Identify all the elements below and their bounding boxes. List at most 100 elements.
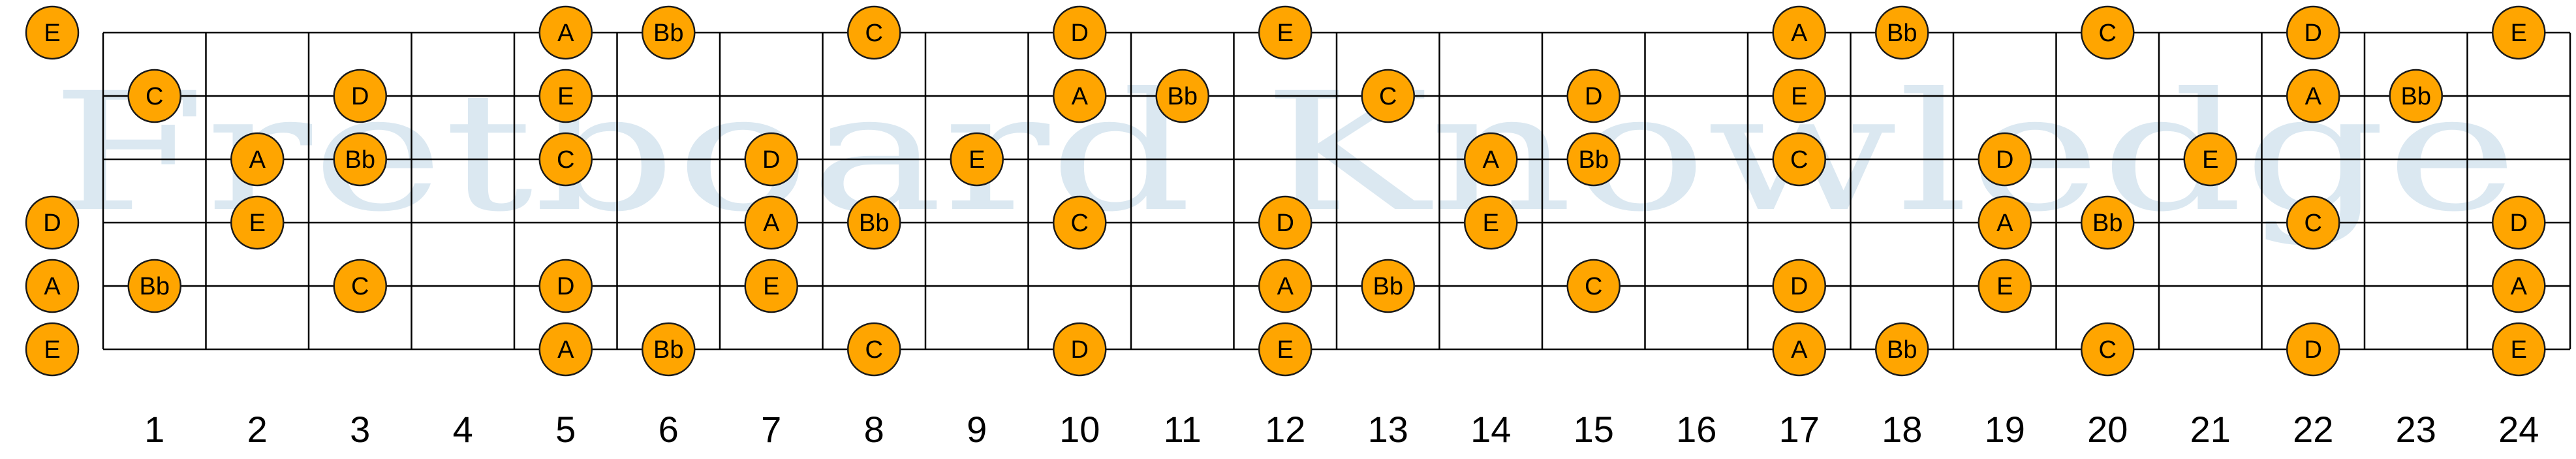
note-label: Bb <box>653 336 683 364</box>
note-marker: D <box>744 132 798 187</box>
fret-number: 19 <box>1985 409 2025 450</box>
note-marker: Bb <box>1361 259 1415 313</box>
note-marker: E <box>230 195 285 250</box>
note-dot <box>950 132 1004 187</box>
note-marker: D <box>1566 69 1621 123</box>
note-label: A <box>249 146 266 174</box>
note-label: Bb <box>345 146 375 174</box>
note-marker: C <box>2081 322 2135 377</box>
fret-number: 24 <box>2498 409 2539 450</box>
fret-number: 16 <box>1676 409 1716 450</box>
note-marker: Bb <box>2081 195 2135 250</box>
note-dot <box>230 195 285 250</box>
note-marker: D <box>1772 259 1826 313</box>
note-marker: D <box>2492 195 2546 250</box>
note-marker: Bb <box>847 195 901 250</box>
note-dot <box>25 259 80 313</box>
note-marker: A <box>1978 195 2032 250</box>
note-marker: D <box>1053 5 1107 60</box>
fret-number: 21 <box>2190 409 2231 450</box>
note-dot <box>1053 322 1107 377</box>
fret-number: 6 <box>659 409 679 450</box>
note-dot <box>1258 195 1312 250</box>
note-label: C <box>2304 210 2322 237</box>
note-label: A <box>2305 83 2322 110</box>
note-dot <box>2183 132 2237 187</box>
note-label: D <box>2304 336 2322 364</box>
note-dot <box>1978 259 2032 313</box>
note-dot <box>230 132 285 187</box>
note-label: C <box>1071 210 1089 237</box>
note-marker: E <box>538 69 593 123</box>
fret-number: 1 <box>144 409 164 450</box>
note-dot <box>25 195 80 250</box>
note-dot <box>1361 69 1415 123</box>
note-dot <box>1566 259 1621 313</box>
note-label: D <box>1277 210 1294 237</box>
note-label: C <box>1790 146 1808 174</box>
note-label: D <box>2304 20 2322 47</box>
note-marker: A <box>538 322 593 377</box>
note-marker: A <box>1053 69 1107 123</box>
note-label: E <box>1996 273 2013 300</box>
note-dot <box>538 259 593 313</box>
note-marker: C <box>2286 195 2340 250</box>
note-dot <box>1566 132 1621 187</box>
note-marker: A <box>744 195 798 250</box>
note-dot <box>744 195 798 250</box>
note-label: E <box>557 83 574 110</box>
note-marker: Bb <box>333 132 387 187</box>
fret-number: 4 <box>453 409 473 450</box>
note-label: C <box>146 83 163 110</box>
note-marker: A <box>25 259 80 313</box>
note-dot <box>2286 195 2340 250</box>
note-marker: E <box>950 132 1004 187</box>
note-marker: Bb <box>1875 5 1929 60</box>
note-label: A <box>1483 146 1500 174</box>
note-dot <box>1772 132 1826 187</box>
note-dot <box>2389 69 2443 123</box>
note-dot <box>1258 5 1312 60</box>
note-dot <box>2081 195 2135 250</box>
note-label: A <box>1277 273 1294 300</box>
note-dot <box>2492 322 2546 377</box>
note-label: E <box>1277 20 1294 47</box>
note-label: C <box>865 20 883 47</box>
fret-number: 20 <box>2087 409 2128 450</box>
note-label: D <box>1585 83 1602 110</box>
note-dot <box>2081 322 2135 377</box>
note-marker: Bb <box>1566 132 1621 187</box>
fret-number: 10 <box>1059 409 1100 450</box>
note-dot <box>1258 259 1312 313</box>
note-marker: Bb <box>2389 69 2443 123</box>
note-label: D <box>557 273 574 300</box>
note-label: A <box>557 336 574 364</box>
note-label: Bb <box>140 273 170 300</box>
note-dot <box>2286 69 2340 123</box>
fretboard-grid <box>102 31 2571 351</box>
note-label: A <box>1791 336 1808 364</box>
note-label: E <box>249 210 266 237</box>
note-marker: C <box>847 5 901 60</box>
note-label: A <box>2511 273 2528 300</box>
note-marker: E <box>1258 5 1312 60</box>
note-marker: E <box>1772 69 1826 123</box>
note-dot <box>1875 322 1929 377</box>
note-dot <box>25 5 80 60</box>
note-marker: E <box>25 322 80 377</box>
note-dot <box>333 69 387 123</box>
note-label: C <box>1585 273 1602 300</box>
fret-number: 14 <box>1470 409 1511 450</box>
note-dot <box>2492 195 2546 250</box>
note-label: E <box>1791 83 1807 110</box>
note-dot <box>847 322 901 377</box>
note-label: E <box>2202 146 2218 174</box>
note-label: D <box>43 210 61 237</box>
note-label: C <box>2099 336 2117 364</box>
note-marker: A <box>1464 132 1518 187</box>
note-marker: E <box>1258 322 1312 377</box>
note-label: D <box>762 146 780 174</box>
